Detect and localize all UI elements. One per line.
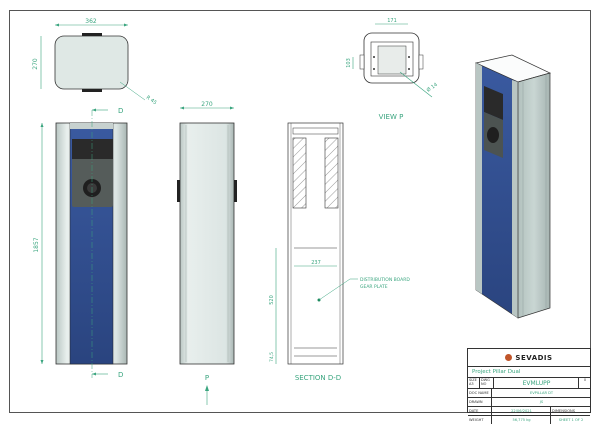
top-view: 362 270 R 45 (32, 18, 158, 106)
section-callout-line2: GEAR PLATE (360, 284, 388, 290)
title-block: SEVADIS Project Pillar Dual SIZE A3 DWG … (467, 348, 591, 424)
row-label: WEIGHT (468, 416, 492, 424)
title-row-doc-name: DOC NAME EVPILLAR DT (468, 389, 590, 398)
front-height-dim: 1857 (33, 237, 40, 252)
top-depth-dim: 270 (32, 58, 39, 70)
dwg-no-label: DWG NO (480, 378, 494, 388)
row-label: DRAWN (468, 398, 492, 406)
side-view: 270 P (177, 101, 237, 405)
project-name: Project Pillar Dual (468, 367, 590, 378)
view-p-width-dim: 171 (387, 18, 397, 24)
section-bottom-dim: 74,5 (269, 352, 275, 362)
view-p: 171 103 Ø 14 VIEW P (346, 18, 439, 121)
title-row-date: DATE 22/06/2021 DIMENSIONS (468, 407, 590, 416)
sevadis-logo-icon (505, 354, 513, 361)
title-row-drawn: DRAWN JS (468, 398, 590, 407)
sheet-label: SHEET 1 OF 2 (558, 418, 584, 422)
section-title: SECTION D-D (295, 374, 341, 382)
company-name: SEVADIS (515, 353, 553, 362)
drawing-number-row: SIZE A3 DWG NO EVMLUPP 0 (468, 378, 590, 389)
row-value: 56,775 kg (492, 416, 551, 424)
row-label: DATE (468, 407, 492, 415)
view-p-height-dim: 103 (346, 58, 352, 68)
row-label: DOC NAME (468, 389, 492, 397)
dimensions-label: DIMENSIONS (552, 409, 576, 413)
top-width-dim: 362 (85, 18, 97, 25)
row-value: 22/06/2021 (492, 407, 551, 415)
section-marker-top: D (118, 107, 123, 115)
side-width-dim: 270 (201, 101, 213, 108)
iso-view (474, 54, 551, 319)
view-p-title: VIEW P (379, 113, 404, 121)
size-label: SIZE A3 (468, 378, 480, 388)
row-value: EVPILLAR DT (529, 391, 554, 395)
section-view: 237 520 74,5 DISTRIBUTION BOARD GEAR PLA… (269, 122, 410, 382)
section-callout-line1: DISTRIBUTION BOARD (360, 277, 410, 283)
view-p-hole-dim: Ø 14 (425, 81, 439, 94)
front-view: D D 1857 (33, 107, 128, 379)
drawing-code: EVMLUPP (494, 378, 579, 388)
row-value: JS (539, 400, 544, 404)
rev-value: 0 (583, 378, 587, 382)
section-marker-bottom: D (118, 371, 123, 379)
view-arrow-label: P (205, 374, 209, 382)
title-row-weight: WEIGHT 56,775 kg SHEET 1 OF 2 (468, 416, 590, 424)
section-height-dim: 520 (269, 295, 275, 305)
title-block-logo: SEVADIS (468, 349, 590, 367)
section-width-dim: 237 (311, 260, 321, 266)
top-radius-dim: R 45 (145, 95, 158, 106)
